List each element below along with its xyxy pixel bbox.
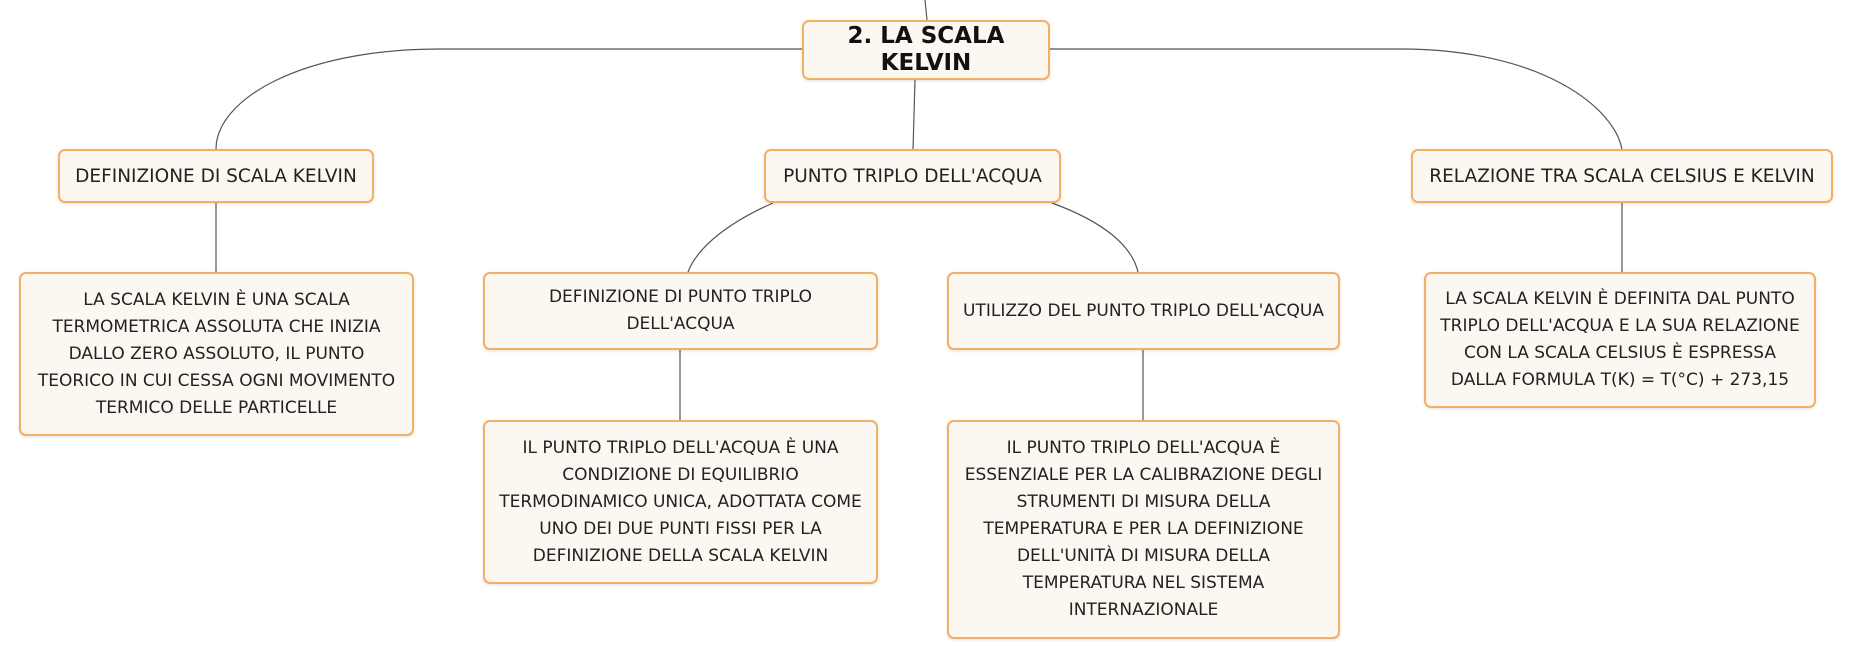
text-label: LA SCALA KELVIN È DEFINITA DAL PUNTO TRI… — [1440, 289, 1800, 390]
branch-definizione-scala-kelvin[interactable]: DEFINIZIONE DI SCALA KELVIN — [58, 149, 374, 203]
subtopic-definizione-punto-triplo[interactable]: DEFINIZIONE DI PUNTO TRIPLO DELL'ACQUA — [483, 272, 878, 350]
branch-label: DEFINIZIONE DI SCALA KELVIN — [75, 165, 357, 187]
connector-punto-to-utilizzo — [1051, 202, 1139, 273]
subtopic-label: DEFINIZIONE DI PUNTO TRIPLO DELL'ACQUA — [548, 287, 813, 334]
branch-label: RELAZIONE TRA SCALA CELSIUS E KELVIN — [1429, 165, 1815, 187]
branch-punto-triplo[interactable]: PUNTO TRIPLO DELL'ACQUA — [764, 149, 1061, 203]
branch-relazione-celsius-kelvin[interactable]: RELAZIONE TRA SCALA CELSIUS E KELVIN — [1411, 149, 1833, 203]
subtopic-utilizzo-punto-triplo[interactable]: UTILIZZO DEL PUNTO TRIPLO DELL'ACQUA — [947, 272, 1340, 350]
subtopic-label: UTILIZZO DEL PUNTO TRIPLO DELL'ACQUA — [963, 300, 1324, 321]
text-relazione-celsius-kelvin[interactable]: LA SCALA KELVIN È DEFINITA DAL PUNTO TRI… — [1424, 272, 1816, 408]
connector-root-to-relazione — [1049, 48, 1623, 151]
text-utilizzo-punto-triplo[interactable]: IL PUNTO TRIPLO DELL'ACQUA È ESSENZIALE … — [947, 420, 1340, 639]
text-label: IL PUNTO TRIPLO DELL'ACQUA È ESSENZIALE … — [964, 438, 1323, 620]
connector-root-to-punto-triplo — [912, 79, 916, 151]
text-label: LA SCALA KELVIN È UNA SCALA TERMOMETRICA… — [37, 289, 396, 418]
text-definizione-punto-triplo[interactable]: IL PUNTO TRIPLO DELL'ACQUA È UNA CONDIZI… — [483, 420, 878, 584]
connector-root-to-definizione — [215, 48, 802, 151]
connector-parent-to-root — [924, 0, 928, 21]
text-definizione-scala-kelvin[interactable]: LA SCALA KELVIN È UNA SCALA TERMOMETRICA… — [19, 272, 414, 436]
text-label: IL PUNTO TRIPLO DELL'ACQUA È UNA CONDIZI… — [499, 437, 862, 566]
root-topic-label: 2. LA SCALA KELVIN — [847, 23, 1005, 76]
branch-label: PUNTO TRIPLO DELL'ACQUA — [783, 165, 1042, 187]
root-topic[interactable]: 2. LA SCALA KELVIN — [802, 20, 1050, 80]
connector-punto-to-def-punto — [687, 202, 774, 273]
